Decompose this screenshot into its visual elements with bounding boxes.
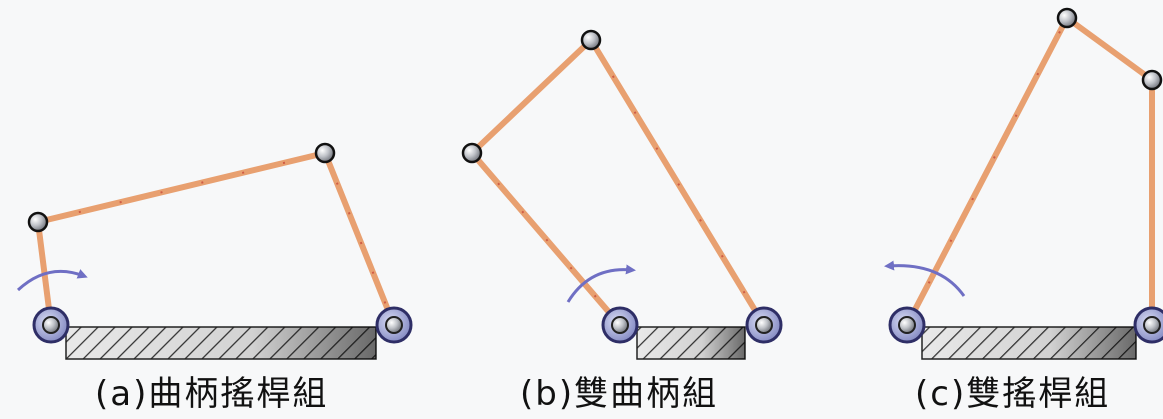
rocker-link-c-left xyxy=(904,15,1070,328)
figure-b-double-crank: (b)雙曲柄組 xyxy=(461,29,783,414)
links-b xyxy=(469,37,767,328)
rotation-arrow-b xyxy=(566,264,636,303)
rocker-link-a xyxy=(322,150,397,328)
joint-c-2 xyxy=(1141,69,1163,91)
joint-c-1 xyxy=(1056,7,1078,29)
coupler-link-c xyxy=(1064,15,1155,83)
rotation-arrow-c xyxy=(884,260,966,297)
ground-link-b xyxy=(636,326,746,360)
figure-c-double-rocker: (c)雙搖桿組 xyxy=(884,7,1163,414)
joint-b-2 xyxy=(580,29,602,51)
links-a xyxy=(35,150,397,328)
crank-link-b-right xyxy=(588,37,767,328)
pivot-c-right xyxy=(1133,306,1163,344)
rotation-arrow-a xyxy=(16,269,88,292)
joint-b-1 xyxy=(461,142,483,164)
pivot-c-left xyxy=(888,306,926,344)
crank-link-b-left xyxy=(469,150,623,328)
pivot-a-right xyxy=(375,306,413,344)
caption-a: (a)曲柄搖桿組 xyxy=(95,374,328,414)
joint-a-2 xyxy=(314,142,336,164)
pivot-a-left xyxy=(32,306,70,344)
caption-c: (c)雙搖桿組 xyxy=(915,374,1110,414)
pivot-b-right xyxy=(745,306,783,344)
coupler-link-a xyxy=(35,150,328,225)
links-c xyxy=(904,15,1155,328)
ground-link-c xyxy=(921,326,1137,360)
joint-a-1 xyxy=(27,211,49,233)
ground-link-a xyxy=(65,326,377,360)
coupler-link-b xyxy=(469,37,594,156)
caption-b: (b)雙曲柄組 xyxy=(520,374,718,414)
figure-a-crank-rocker: (a)曲柄搖桿組 xyxy=(16,142,413,414)
pivot-b-left xyxy=(601,306,639,344)
